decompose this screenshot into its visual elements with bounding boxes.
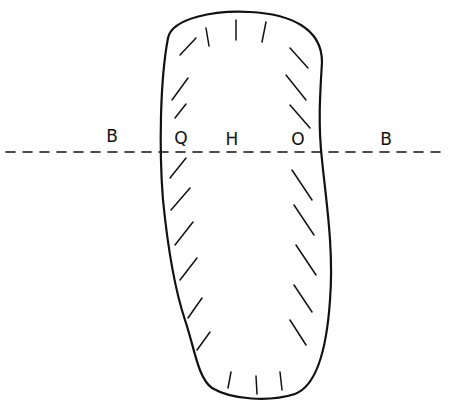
hatching bbox=[170, 20, 316, 394]
section-line bbox=[6, 151, 444, 153]
point-letter: Q bbox=[174, 130, 187, 147]
section-letter: B bbox=[106, 128, 118, 145]
grain-outline bbox=[161, 12, 331, 399]
section-letter: B bbox=[380, 131, 392, 148]
point-letter: H bbox=[226, 131, 239, 148]
point-letter: O bbox=[291, 131, 304, 148]
